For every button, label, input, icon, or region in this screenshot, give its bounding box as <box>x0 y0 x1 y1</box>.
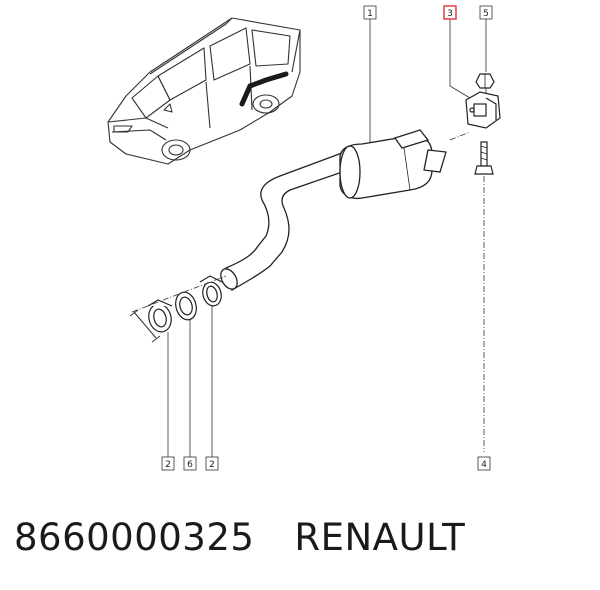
brand-name: RENAULT <box>294 516 466 559</box>
svg-text:2: 2 <box>209 460 215 470</box>
part-caption: 8660000325 RENAULT <box>14 516 594 566</box>
callout-clamp-right: 2 <box>205 456 219 471</box>
svg-text:6: 6 <box>187 460 193 470</box>
svg-text:1: 1 <box>367 9 373 19</box>
muffler <box>339 129 447 200</box>
svg-text:5: 5 <box>483 9 489 19</box>
axis-end-marker <box>129 309 161 343</box>
svg-text:4: 4 <box>481 460 487 470</box>
callout-gasket: 6 <box>183 456 197 471</box>
callout-nut: 5 <box>479 5 493 20</box>
callout-bolt: 4 <box>477 456 491 471</box>
clamp-right-part <box>199 275 223 307</box>
exhaust-pipe <box>220 149 355 291</box>
bolt-part <box>474 141 494 175</box>
nut-part <box>475 73 495 89</box>
assembly-axis-lines <box>131 88 487 452</box>
gasket-part <box>175 291 197 321</box>
clamp-left-part <box>147 299 173 333</box>
exhaust-parts-diagram: 1 3 5 2 6 2 4 <box>107 5 501 471</box>
svg-text:2: 2 <box>165 460 171 470</box>
vehicle-illustration <box>107 17 301 165</box>
svg-text:3: 3 <box>447 9 453 19</box>
vehicle-exhaust-highlight <box>239 71 289 107</box>
part-number: 8660000325 <box>14 516 255 559</box>
callout-rubber-mount: 3 <box>443 5 457 20</box>
leader-lines <box>167 19 487 457</box>
callout-clamp-left: 2 <box>161 456 175 471</box>
rubber-mount <box>465 91 501 129</box>
callout-muffler: 1 <box>363 5 377 20</box>
